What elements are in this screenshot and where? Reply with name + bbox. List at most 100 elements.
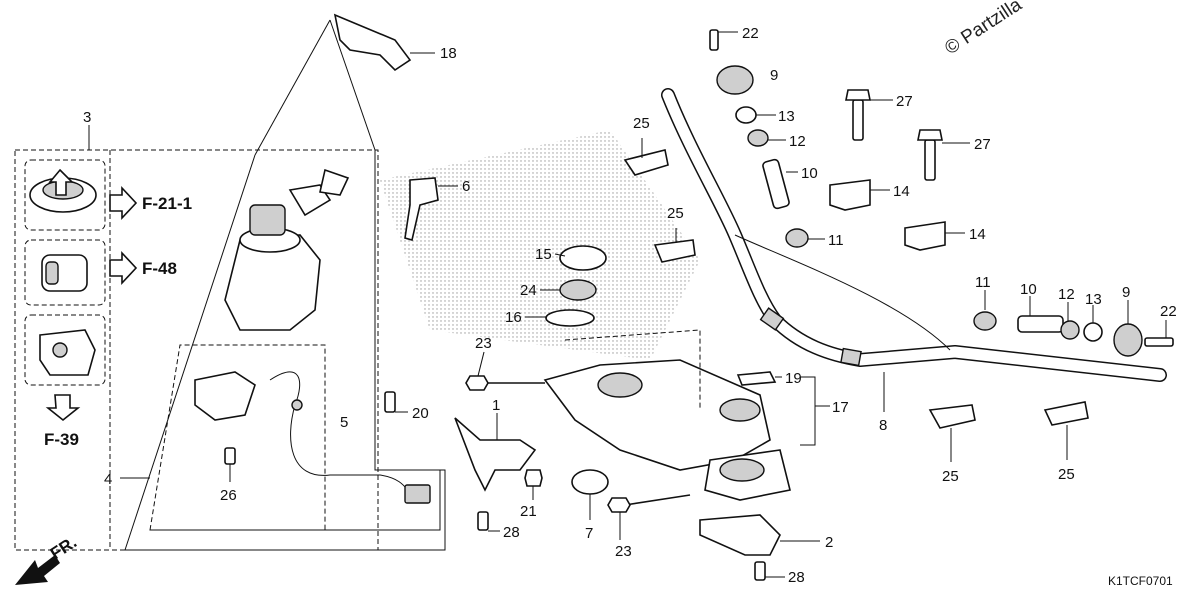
svg-text:9: 9 <box>770 67 778 84</box>
callout-16[interactable]: 16 <box>505 309 546 326</box>
svg-text:15: 15 <box>535 246 552 263</box>
callout-17[interactable]: 17 <box>815 399 849 416</box>
ref-label-b: F-48 <box>142 259 177 278</box>
callout-1[interactable]: 1 <box>492 397 500 440</box>
callout-12b[interactable]: 12 <box>1058 286 1075 322</box>
callout-23a[interactable]: 23 <box>475 335 492 377</box>
callout-9b[interactable]: 9 <box>1122 284 1130 324</box>
ref-arrow-icon <box>45 394 81 422</box>
callout-5[interactable]: 5 <box>340 414 348 431</box>
handlebar-group <box>623 29 1174 429</box>
svg-text:9: 9 <box>1122 284 1130 301</box>
front-indicator: FR. <box>15 533 80 585</box>
svg-text:27: 27 <box>974 136 991 153</box>
callout-13a[interactable]: 13 <box>756 108 795 125</box>
svg-text:5: 5 <box>340 414 348 431</box>
callout-22a[interactable]: 22 <box>718 25 759 42</box>
callout-25a[interactable]: 25 <box>633 115 650 158</box>
callout-13b[interactable]: 13 <box>1085 291 1102 323</box>
callout-8[interactable]: 8 <box>879 372 887 434</box>
watermark: © Partzilla <box>941 0 1026 59</box>
svg-text:18: 18 <box>440 45 457 62</box>
ref-arrow-b[interactable]: F-48 <box>109 250 177 286</box>
svg-text:1: 1 <box>492 397 500 414</box>
svg-text:23: 23 <box>475 335 492 352</box>
fr-arrow-icon <box>15 555 60 585</box>
svg-text:3: 3 <box>83 109 91 126</box>
callout-3[interactable]: 3 <box>83 109 91 150</box>
svg-text:13: 13 <box>1085 291 1102 308</box>
callout-27b[interactable]: 27 <box>942 136 991 153</box>
callout-15[interactable]: 15 <box>535 246 566 263</box>
callout-9a[interactable]: 9 <box>770 67 778 84</box>
top-bridge-group <box>454 245 816 581</box>
svg-text:12: 12 <box>789 133 806 150</box>
callout-24[interactable]: 24 <box>520 282 560 299</box>
svg-text:16: 16 <box>505 309 522 326</box>
svg-text:13: 13 <box>778 108 795 125</box>
callout-14b[interactable]: 14 <box>945 226 986 243</box>
callout-18[interactable]: 18 <box>410 45 457 62</box>
callout-22b[interactable]: 22 <box>1160 303 1177 338</box>
svg-text:4: 4 <box>104 471 112 488</box>
callout-6[interactable]: 6 <box>438 178 470 195</box>
callouts: 3 4 5 6 18 20 26 23 23 15 24 16 1 21 7 2… <box>83 25 1177 586</box>
callout-23b[interactable]: 23 <box>615 512 632 560</box>
svg-text:23: 23 <box>615 543 632 560</box>
callout-28b[interactable]: 28 <box>765 569 805 586</box>
svg-text:22: 22 <box>742 25 759 42</box>
svg-text:20: 20 <box>412 405 429 422</box>
svg-text:25: 25 <box>1058 466 1075 483</box>
callout-7[interactable]: 7 <box>585 494 593 542</box>
callout-28a[interactable]: 28 <box>488 524 520 541</box>
ref-arrow-icon <box>109 250 138 286</box>
callout-4[interactable]: 4 <box>104 471 150 488</box>
callout-27a[interactable]: 27 <box>868 93 913 110</box>
svg-text:25: 25 <box>667 205 684 222</box>
svg-text:25: 25 <box>942 468 959 485</box>
callout-10b[interactable]: 10 <box>1020 281 1037 316</box>
svg-text:11: 11 <box>828 232 844 249</box>
svg-text:17: 17 <box>832 399 849 416</box>
svg-text:14: 14 <box>969 226 986 243</box>
background-hatch <box>380 130 700 360</box>
callout-14a[interactable]: 14 <box>870 183 910 200</box>
svg-text:26: 26 <box>220 487 237 504</box>
ref-label-a: F-21-1 <box>142 194 192 213</box>
svg-text:14: 14 <box>893 183 910 200</box>
callout-11a[interactable]: 11 <box>808 232 844 249</box>
svg-text:7: 7 <box>585 525 593 542</box>
svg-text:10: 10 <box>1020 281 1037 298</box>
callout-11b[interactable]: 11 <box>975 274 991 310</box>
svg-text:8: 8 <box>879 417 887 434</box>
svg-text:28: 28 <box>788 569 805 586</box>
callout-21[interactable]: 21 <box>520 486 537 520</box>
svg-text:24: 24 <box>520 282 537 299</box>
callout-25d[interactable]: 25 <box>1058 425 1075 483</box>
callout-12a[interactable]: 12 <box>768 133 806 150</box>
callout-25b[interactable]: 25 <box>667 205 684 243</box>
key-set-group <box>14 149 379 551</box>
svg-text:28: 28 <box>503 524 520 541</box>
svg-text:25: 25 <box>633 115 650 132</box>
callout-26[interactable]: 26 <box>220 464 237 504</box>
svg-text:22: 22 <box>1160 303 1177 320</box>
callout-25c[interactable]: 25 <box>942 428 959 485</box>
callout-20[interactable]: 20 <box>395 405 429 422</box>
ref-arrow-icon <box>109 185 138 221</box>
svg-text:11: 11 <box>975 274 991 291</box>
ref-arrow-c[interactable]: F-39 <box>44 394 81 449</box>
svg-text:6: 6 <box>462 178 470 195</box>
ref-label-c: F-39 <box>44 430 79 449</box>
ref-arrow-a[interactable]: F-21-1 <box>109 185 192 221</box>
svg-text:21: 21 <box>520 503 537 520</box>
svg-text:19: 19 <box>785 370 802 387</box>
callout-10a[interactable]: 10 <box>786 165 818 182</box>
ignition-assembly <box>124 13 446 551</box>
svg-text:2: 2 <box>825 534 833 551</box>
callout-2[interactable]: 2 <box>780 534 833 551</box>
callout-19[interactable]: 19 <box>775 370 802 387</box>
diagram-code: K1TCF0701 <box>1108 574 1173 588</box>
svg-text:27: 27 <box>896 93 913 110</box>
